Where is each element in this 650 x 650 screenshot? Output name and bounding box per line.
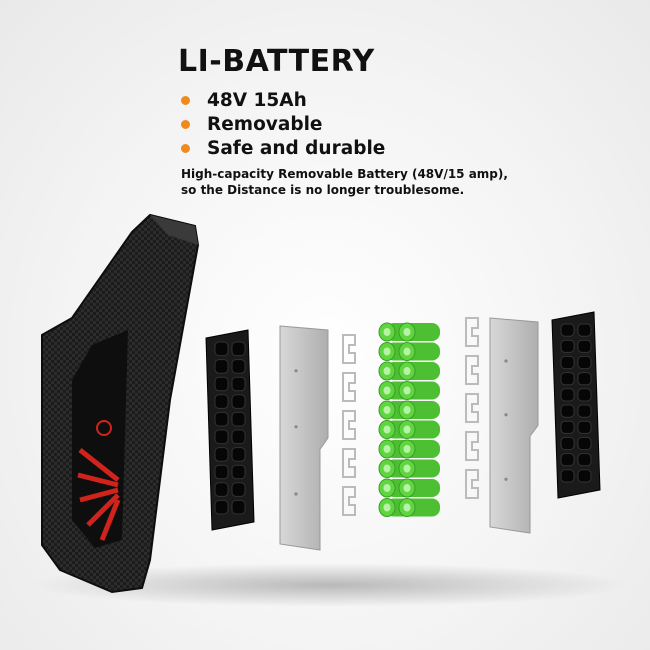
floor-shadow: [30, 563, 630, 607]
plate-rivet: [504, 413, 508, 417]
connector-strip-left: [342, 410, 356, 440]
battery-cell-terminal: [403, 425, 411, 434]
red-stripes: [77, 448, 121, 541]
holder-cell-slot: [577, 453, 592, 467]
connector-strip-left: [342, 334, 356, 364]
holder-cell-slot: [214, 376, 229, 392]
holder-cell-slot: [214, 464, 229, 480]
connector-strip-right: [465, 355, 479, 385]
holder-cell-slot: [231, 394, 246, 409]
connector-strip-right: [465, 431, 479, 461]
battery-cell-terminal: [383, 484, 391, 492]
feature-item: 48V 15Ah: [178, 88, 385, 112]
connector-strip-right: [465, 393, 479, 423]
holder-cell-slot: [560, 420, 575, 434]
cell-holder-left: [205, 329, 255, 531]
holder-cell-slot: [214, 482, 229, 497]
plate-rivet: [504, 359, 508, 363]
nickel-plate-left: [279, 325, 329, 551]
holder-cell-slot: [577, 469, 592, 483]
holder-cell-slot: [214, 394, 229, 409]
description-line: so the Distance is no longer troublesome…: [181, 183, 465, 197]
holder-cell-slot: [560, 404, 575, 418]
holder-cell-slot: [560, 323, 575, 337]
logo-icon: [96, 420, 112, 436]
holder-cell-slot: [231, 359, 246, 374]
feature-label: Safe and durable: [207, 137, 386, 159]
feature-label: Removable: [207, 113, 323, 135]
holder-cell-slot: [231, 429, 246, 445]
battery-cell-terminal: [383, 445, 391, 453]
holder-cell-slot: [214, 341, 229, 357]
connector-strip-left: [342, 486, 356, 516]
battery-cell-terminal: [403, 464, 411, 473]
description: High-capacity Removable Battery (48V/15 …: [181, 166, 508, 198]
holder-cell-slot: [231, 411, 246, 427]
battery-cell-terminal: [383, 425, 391, 434]
battery-cell-terminal: [383, 386, 391, 395]
holder-cell-slot: [577, 436, 592, 451]
connector-strip-left: [342, 372, 356, 402]
plate-rivet: [504, 477, 508, 481]
holder-cell-slot: [560, 355, 575, 370]
battery-cell-terminal: [383, 406, 391, 414]
page-title: LI-BATTERY: [178, 44, 375, 79]
connector-strip-right: [465, 469, 479, 499]
holder-cell-slot: [231, 499, 246, 515]
battery-housing: [41, 213, 200, 594]
description-line: High-capacity Removable Battery (48V/15 …: [181, 167, 508, 181]
holder-cell-slot: [231, 341, 246, 357]
holder-cell-slot: [231, 376, 246, 392]
holder-cell-slot: [577, 339, 592, 353]
plate-rivet: [294, 492, 298, 496]
holder-cell-slot: [231, 464, 246, 480]
battery-cell-terminal: [403, 503, 411, 512]
feature-list: 48V 15Ah Removable Safe and durable: [178, 88, 385, 160]
holder-cell-slot: [560, 372, 575, 386]
holder-cell-slot: [214, 429, 229, 445]
holder-cell-slot: [560, 453, 575, 467]
holder-cell-slot: [231, 482, 246, 497]
holder-cell-slot: [231, 447, 246, 462]
battery-cell-terminal: [383, 464, 391, 473]
battery-cell-terminal: [383, 347, 391, 356]
battery-cell-terminal: [403, 367, 411, 375]
feature-label: 48V 15Ah: [207, 89, 307, 111]
feature-item: Safe and durable: [178, 136, 385, 160]
cell-holder-right: [551, 311, 601, 499]
holder-cell-slot: [214, 359, 229, 374]
plate-rivet: [294, 369, 298, 373]
holder-cell-slot: [577, 355, 592, 370]
holder-cell-slot: [560, 388, 575, 402]
battery-cell-terminal: [403, 406, 411, 414]
battery-cell-terminal: [383, 503, 391, 512]
connector-strip-left: [342, 448, 356, 478]
holder-cell-slot: [560, 436, 575, 451]
bullet-icon: [181, 143, 190, 153]
holder-cell-slot: [560, 469, 575, 483]
bullet-icon: [181, 95, 190, 105]
plate-rivet: [294, 425, 298, 429]
battery-cell-terminal: [383, 367, 391, 375]
holder-cell-slot: [214, 447, 229, 462]
connector-strip-right: [465, 317, 479, 347]
holder-cell-slot: [577, 323, 592, 337]
holder-cell-slot: [214, 499, 229, 515]
holder-cell-slot: [577, 388, 592, 402]
battery-cell-terminal: [403, 445, 411, 453]
battery-cell-terminal: [403, 484, 411, 492]
holder-cell-slot: [560, 339, 575, 353]
battery-cell-terminal: [403, 386, 411, 395]
holder-cell-slot: [577, 372, 592, 386]
holder-cell-slot: [214, 411, 229, 427]
bullet-icon: [181, 119, 190, 129]
battery-cell-terminal: [383, 328, 391, 336]
holder-cell-slot: [577, 420, 592, 434]
holder-cell-slot: [577, 404, 592, 418]
battery-cell-terminal: [403, 328, 411, 336]
feature-item: Removable: [178, 112, 385, 136]
battery-cell-terminal: [403, 347, 411, 356]
nickel-plate-right: [489, 317, 539, 534]
